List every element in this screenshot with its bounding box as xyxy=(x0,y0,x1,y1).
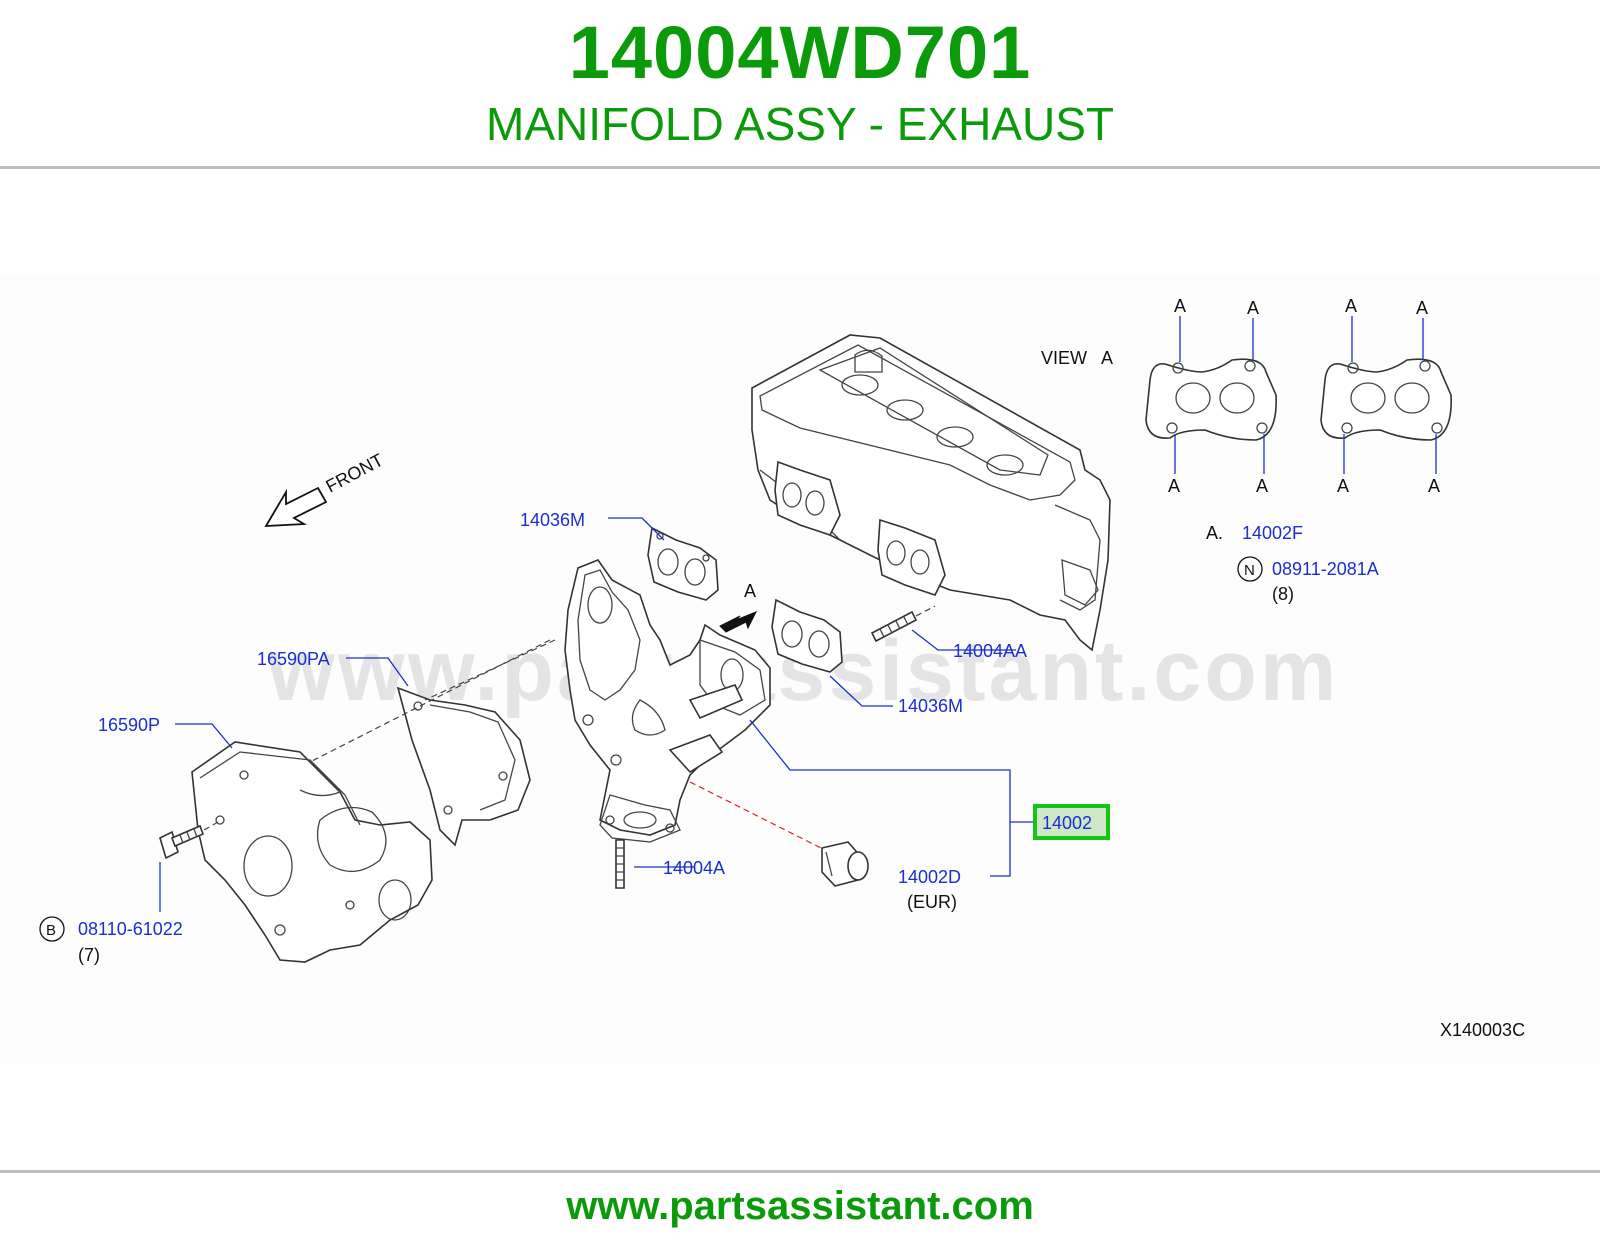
callout-manifold-bolt-note: (EUR) xyxy=(907,892,957,912)
callout-manifold-bolt[interactable]: 14002D xyxy=(898,867,961,887)
callout-nut-part[interactable]: 08911-2081A xyxy=(1272,559,1379,579)
highlighted-part-box[interactable] xyxy=(1033,804,1110,840)
callout-insulator-lower[interactable]: 16590P xyxy=(98,715,160,735)
view-a-corner-label: A xyxy=(1247,298,1259,318)
part-title: MANIFOLD ASSY - EXHAUST xyxy=(486,98,1114,150)
view-a-corner-label: A xyxy=(1168,476,1180,496)
view-a-corner-label: A xyxy=(1428,476,1440,496)
insulator-upper-alignment-line xyxy=(424,639,556,701)
exhaust-manifold xyxy=(564,559,771,843)
callout-leaders xyxy=(159,517,1035,912)
callout-manifold[interactable]: 14002 xyxy=(1042,813,1092,833)
callout-bolt-part[interactable]: 08110-61022 xyxy=(78,919,183,939)
drawing-code: X140003C xyxy=(1440,1020,1525,1040)
view-a-corner-label: A xyxy=(1337,476,1349,496)
view-a-leaders xyxy=(1174,316,1437,474)
callout-view-a-part[interactable]: 14002F xyxy=(1242,523,1303,543)
nut-symbol-icon xyxy=(1237,556,1263,582)
front-label: FRONT xyxy=(322,450,386,497)
stud-lower xyxy=(615,839,625,889)
callout-gasket-lower[interactable]: 14036M xyxy=(898,696,963,716)
view-a-corner-label: A xyxy=(1416,298,1428,318)
bolt-symbol-label: B xyxy=(46,922,56,939)
callout-insulator-upper[interactable]: 16590PA xyxy=(257,649,330,669)
nut-symbol-label: N xyxy=(1244,562,1255,579)
front-arrow-icon xyxy=(264,486,328,527)
view-a-gasket-left xyxy=(1145,358,1277,441)
header-divider xyxy=(0,166,1600,169)
footer-divider xyxy=(0,1170,1600,1173)
callout-bolt-qty: (7) xyxy=(78,945,100,965)
view-a-corner-label: A xyxy=(1256,476,1268,496)
view-a-arrow-icon xyxy=(719,611,758,633)
view-a-pointer-label: A xyxy=(744,581,756,601)
bolt-symbol-icon xyxy=(39,916,65,942)
bolt-alignment-line-left xyxy=(189,821,219,839)
footer-url[interactable]: www.partsassistant.com xyxy=(566,1184,1034,1228)
view-a-corner-label: A xyxy=(1174,296,1186,316)
engine-port-gasket-left xyxy=(774,460,841,536)
insulator-bolt xyxy=(159,824,205,860)
engine-block xyxy=(751,334,1111,652)
callout-gasket-upper[interactable]: 14036M xyxy=(520,510,585,530)
bolt-alignment-line xyxy=(689,781,826,851)
manifold-gasket-lower xyxy=(771,598,843,673)
manifold-gasket-upper xyxy=(647,526,719,601)
insulator-lower-alignment-line xyxy=(309,639,551,763)
view-a-prefix: A. xyxy=(1206,523,1223,543)
page-header: 14004WD701 MANIFOLD ASSY - EXHAUST xyxy=(0,0,1600,168)
callout-nut-qty: (8) xyxy=(1272,584,1294,604)
view-a-title: VIEW A xyxy=(1041,348,1113,368)
callout-stud-upper[interactable]: 14004AA xyxy=(953,641,1027,661)
callout-stud-lower[interactable]: 14004A xyxy=(663,858,725,878)
manifold-bolt xyxy=(821,841,869,887)
view-a-gasket-right xyxy=(1320,358,1452,441)
heat-insulator-inner xyxy=(396,686,531,847)
part-number: 14004WD701 xyxy=(568,11,1032,94)
view-a-corner-label: A xyxy=(1345,296,1357,316)
stud-upper xyxy=(870,605,936,643)
heat-insulator-outer xyxy=(191,741,433,963)
engine-port-gasket-right xyxy=(877,518,946,596)
